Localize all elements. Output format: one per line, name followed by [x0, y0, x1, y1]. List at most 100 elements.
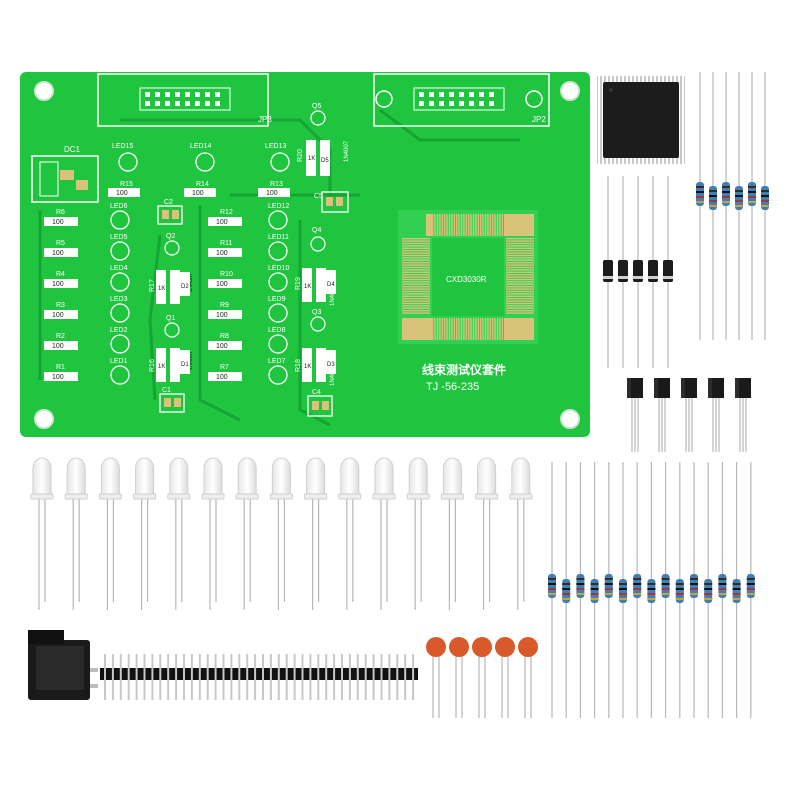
qfp-pad	[446, 214, 448, 236]
qfp-pad	[484, 318, 487, 340]
resistor-footprint	[44, 248, 78, 257]
resistor-ref: R5	[56, 240, 65, 247]
resistor-footprint	[208, 341, 242, 350]
header-pin	[309, 654, 312, 700]
resistor	[647, 462, 656, 718]
qfp-pad	[402, 298, 430, 300]
qfp-pad	[439, 318, 441, 340]
pin-header-body	[100, 668, 418, 680]
led-footprint	[110, 365, 130, 385]
resistor-footprint	[44, 279, 78, 288]
qfp-pad	[402, 271, 430, 273]
header-pin	[341, 654, 343, 700]
qfp-pad	[482, 318, 484, 340]
resistor-footprint	[208, 372, 242, 381]
diode	[618, 176, 628, 368]
qfp-pad	[402, 300, 430, 302]
qfp-pad	[402, 305, 430, 307]
header-pin	[246, 654, 249, 700]
qfp-pad	[402, 269, 430, 271]
qfp-pad	[432, 318, 434, 340]
connector-pin	[439, 101, 444, 106]
resistor-value: 100	[52, 343, 64, 350]
connector-pin	[419, 92, 424, 97]
q2-group: C2 Q2 R17 1K 1N4007 D2	[149, 199, 194, 304]
connector-pin	[215, 92, 220, 97]
loose-ceramic-capacitors	[426, 637, 538, 718]
led-ref: LED3	[110, 296, 128, 303]
qfp-pad	[506, 281, 534, 283]
connector-pin	[205, 92, 210, 97]
connector-pin	[165, 92, 170, 97]
chip-label: CXD3030R	[446, 275, 487, 284]
header-pin	[230, 654, 233, 700]
resistor-value: 100	[52, 250, 64, 257]
c5-ref: C5	[314, 193, 323, 200]
qfp-pad	[402, 283, 430, 285]
qfp-pad	[477, 214, 479, 236]
qfp-pad	[451, 214, 453, 236]
qfp-pad	[506, 290, 534, 293]
ceramic-capacitor	[449, 637, 469, 718]
c1-ref: C1	[162, 387, 171, 394]
led-ref: LED6	[110, 203, 128, 210]
loose-leds	[30, 457, 533, 610]
resistor-ref: R4	[56, 271, 65, 278]
header-pin	[167, 654, 170, 700]
led-footprint	[110, 241, 130, 261]
diode	[648, 176, 658, 368]
qfp-pad	[446, 318, 448, 340]
c2-ref: C2	[164, 199, 173, 206]
r16-ref: R16	[149, 359, 156, 372]
qfp-pad	[506, 262, 534, 264]
led-footprint	[110, 303, 130, 323]
transistor	[681, 378, 697, 452]
r17-ref: R17	[149, 279, 156, 292]
qfp-pad	[506, 302, 534, 305]
d4-ref: D4	[327, 282, 335, 288]
header-pin	[372, 654, 375, 700]
qfp-pad	[494, 318, 496, 340]
resistor-footprint	[208, 279, 242, 288]
resistor	[548, 462, 556, 718]
resistor-footprint	[44, 217, 78, 226]
ceramic-capacitor	[426, 637, 446, 718]
header-pin	[222, 654, 225, 700]
connector-pin	[215, 101, 220, 106]
qfp-pad	[506, 245, 534, 247]
resistor-footprint	[208, 310, 242, 319]
led-ref: LED9	[268, 296, 286, 303]
qfp-pad	[484, 214, 487, 236]
connector-pin	[195, 92, 200, 97]
qfp-pad	[489, 214, 491, 236]
qfp-pad	[506, 312, 534, 314]
qfp-pad	[506, 293, 534, 295]
led-ref: LED1	[110, 358, 128, 365]
header-pin	[183, 654, 185, 700]
r13-value: 100	[266, 190, 278, 197]
qfp-pad	[402, 312, 430, 314]
connector-pin	[479, 92, 484, 97]
qfp-pad	[506, 300, 534, 302]
led	[167, 457, 191, 610]
qfp-pad	[402, 276, 430, 278]
r14-value: 100	[192, 190, 204, 197]
r18-ref: R18	[295, 359, 302, 372]
c4-ref: C4	[312, 389, 321, 396]
qfp-pad	[402, 252, 430, 254]
qfp-pad	[472, 318, 475, 340]
qfp-pad	[402, 238, 430, 240]
r13-ref: R13	[270, 181, 283, 188]
kit-code: TJ -56-235	[426, 381, 479, 393]
qfp-pad	[506, 274, 534, 276]
qfp-pad	[436, 318, 439, 340]
qfp-pad	[402, 247, 430, 249]
connector-pin	[165, 101, 170, 106]
q5-group: Q5 R20 1K D5 1N4007 C5	[297, 103, 350, 213]
resistor	[761, 72, 769, 340]
top-led-footprints: LED15 LED14 LED13	[112, 143, 290, 172]
qfp-pad	[506, 242, 534, 245]
resistor-ref: R2	[56, 333, 65, 340]
qfp-pad	[402, 310, 430, 312]
resistor	[633, 462, 642, 718]
